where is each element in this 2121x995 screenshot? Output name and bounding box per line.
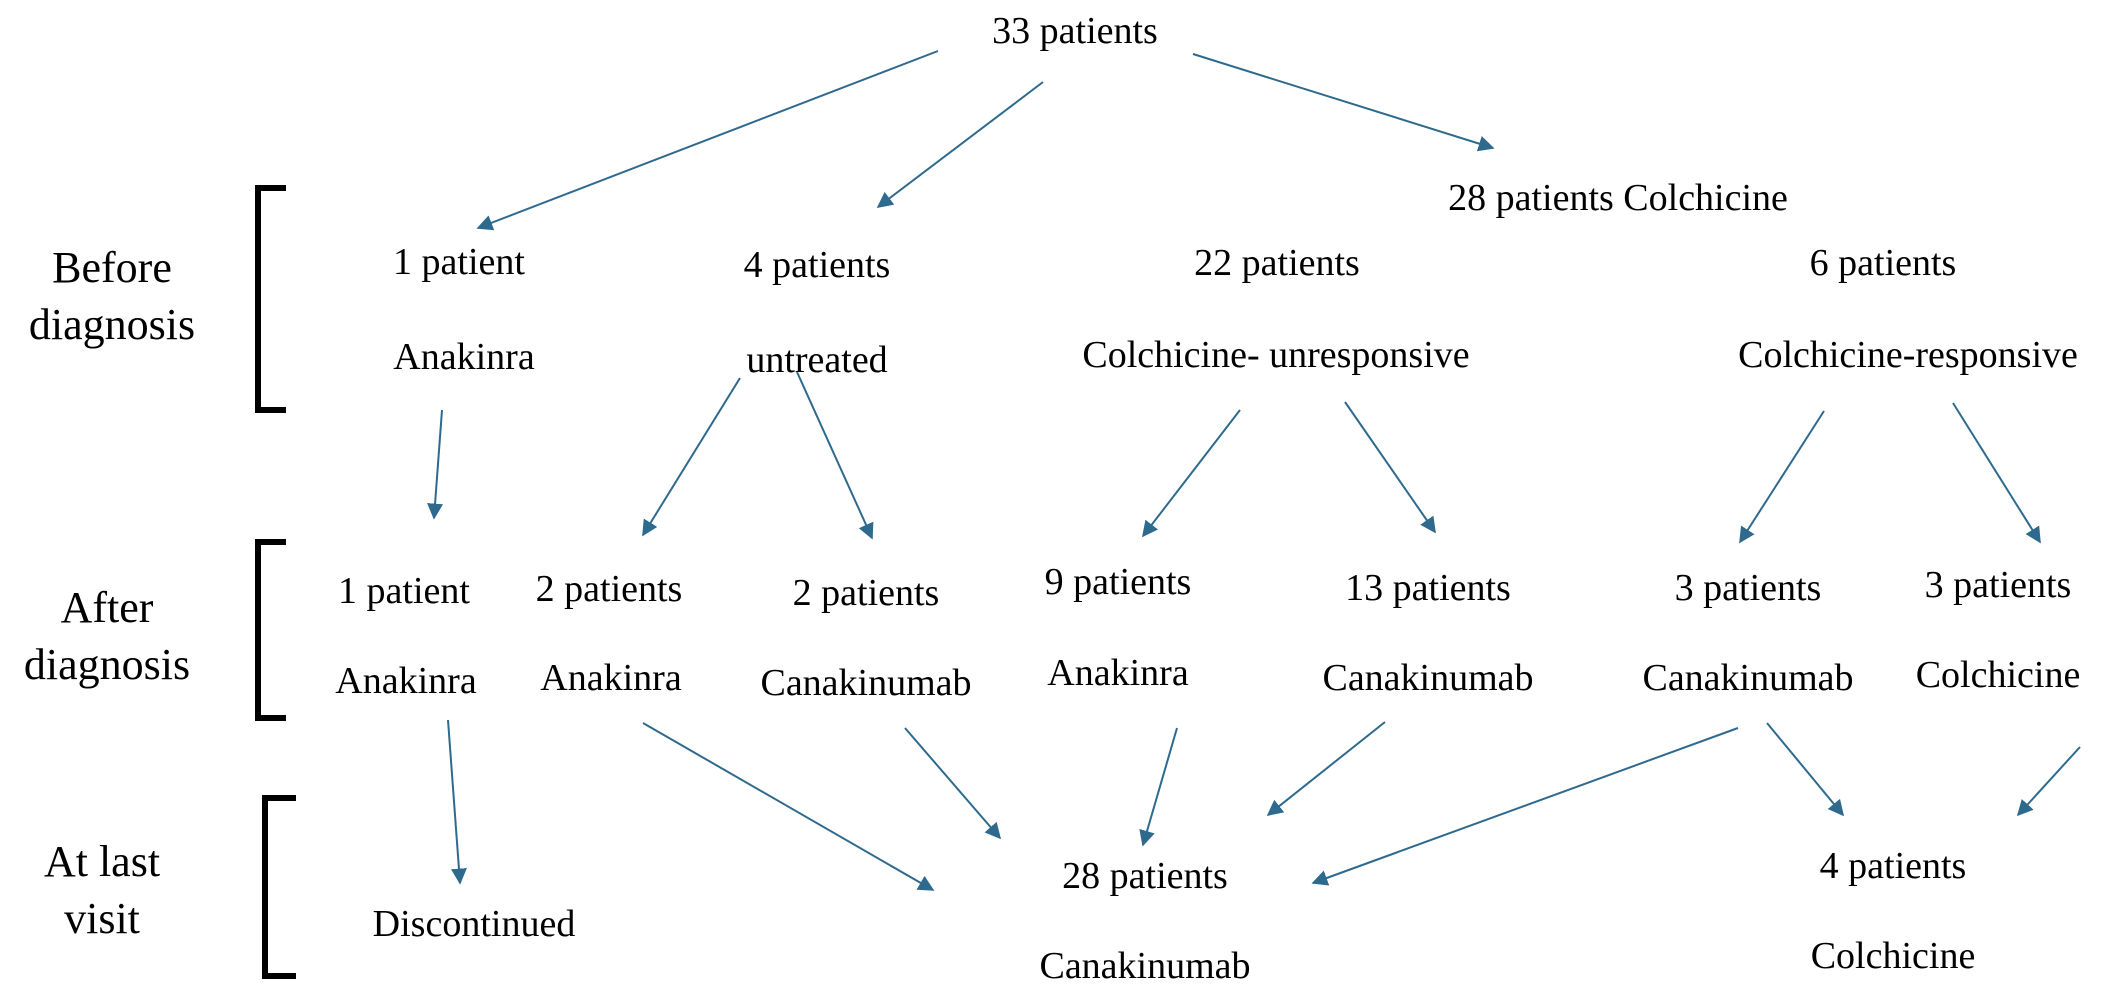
node-final-can-count: 28 patients [1062, 855, 1228, 897]
arrow-anakinra2-to-canakinumab [642, 722, 935, 891]
bracket-after [255, 539, 286, 721]
arrow-canakinumab13-to-canakinumab [1266, 721, 1386, 816]
node-root: 33 patients [992, 10, 1158, 52]
node-unresponsive-label: Colchicine- unresponsive [1082, 334, 1470, 376]
node-after-a1-label: Anakinra [335, 660, 477, 702]
node-after-c13-label: Canakinumab [1322, 657, 1534, 699]
arrow-untreated-to-anakinra [642, 377, 741, 537]
arrow-anakinra9-to-canakinumab [1139, 727, 1178, 847]
node-after-col3-label: Colchicine [1915, 654, 2081, 696]
arrow-root-to-colchicine [1192, 53, 1495, 152]
node-after-c2-count: 2 patients [792, 572, 940, 614]
node-final-col-count: 4 patients [1819, 845, 1967, 887]
arrow-root-to-untreated [876, 81, 1044, 208]
node-final-col-label: Colchicine [1810, 935, 1976, 977]
arrow-responsive-to-canakinumab [1739, 410, 1825, 544]
node-untreated-label: untreated [746, 339, 888, 381]
phase-label-last: At last visit [43, 836, 161, 943]
node-before-anakinra-label: Anakinra [393, 336, 535, 378]
node-discontinued: Discontinued [372, 903, 576, 945]
arrow-colchicine3-to-colchicine [2016, 746, 2081, 817]
node-after-c3-count: 3 patients [1674, 567, 1822, 609]
arrow-root-to-anakinra [476, 50, 939, 231]
arrow-canakinumab2-to-canakinumab [904, 727, 1002, 840]
node-before-anakinra-count: 1 patient [393, 241, 525, 283]
node-final-can-label: Canakinumab [1039, 945, 1251, 987]
node-after-a2-label: Anakinra [540, 657, 682, 699]
phase-label-before: Before diagnosis [28, 242, 196, 349]
arrow-canakinumab3-to-colchicine [1766, 722, 1845, 817]
node-after-c13-count: 13 patients [1345, 567, 1511, 609]
node-responsive-label: Colchicine-responsive [1738, 334, 2078, 376]
bracket-before [255, 185, 286, 413]
node-colchicine-group: 28 patients Colchicine [1448, 177, 1788, 219]
arrow-canakinumab3-to-canakinumab [1311, 727, 1739, 886]
arrow-anakinra-to-discontinued [447, 719, 467, 885]
node-after-c2-label: Canakinumab [760, 662, 972, 704]
node-after-a2-count: 2 patients [535, 568, 683, 610]
arrow-unresponsive-to-anakinra [1142, 409, 1241, 538]
node-after-a9-count: 9 patients [1044, 561, 1192, 603]
node-after-a9-label: Anakinra [1047, 652, 1189, 694]
node-after-c3-label: Canakinumab [1642, 657, 1854, 699]
node-after-a1-count: 1 patient [338, 570, 470, 612]
node-after-col3-count: 3 patients [1924, 564, 2072, 606]
node-untreated-count: 4 patients [743, 244, 891, 286]
arrow-untreated-to-canakinumab [796, 371, 874, 540]
phase-label-after: After diagnosis [23, 582, 191, 689]
arrow-responsive-to-colchicine [1952, 402, 2041, 544]
arrow-unresponsive-to-canakinumab [1344, 401, 1436, 534]
node-unresponsive-count: 22 patients [1194, 242, 1360, 284]
bracket-last [262, 795, 296, 979]
node-responsive-count: 6 patients [1809, 242, 1957, 284]
arrow-anakinra-to-anakinra [427, 409, 444, 520]
